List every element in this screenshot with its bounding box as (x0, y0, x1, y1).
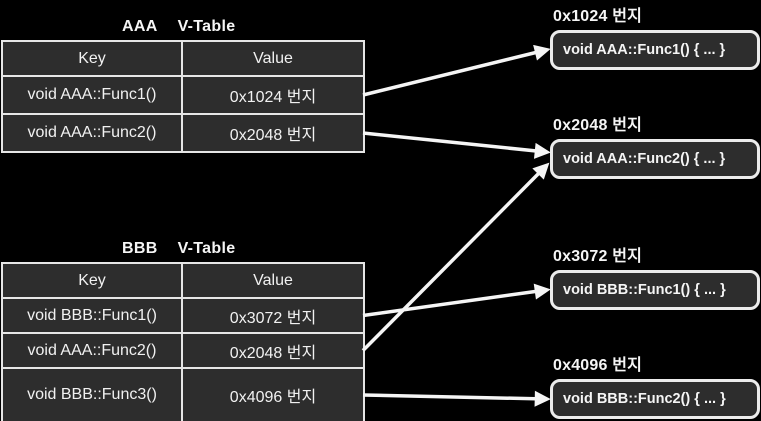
row-key-cell: void AAA::Func2() (1, 332, 183, 369)
address-label: 0x2048 번지 (553, 117, 643, 134)
column-header-value: Value (181, 40, 365, 77)
row-value-cell: 0x3072 번지 (181, 297, 365, 334)
table-row: void BBB::Func3() 0x4096 번지 (1, 367, 365, 421)
code-text: void AAA::Func2() { ... } (563, 151, 726, 167)
vtable-bbb: BBB V-Table Key Value void BBB::Func1() … (1, 236, 365, 421)
vtable-rows: void BBB::Func1() 0x3072 번지 void AAA::Fu… (1, 297, 365, 421)
row-value-cell: 0x4096 번지 (181, 367, 365, 421)
vtable-title: AAA V-Table (122, 14, 365, 40)
pointer-arrows (361, 44, 551, 407)
class-name: BBB (122, 240, 158, 257)
vtable-label: V-Table (177, 18, 236, 35)
vtable-rows: void AAA::Func1() 0x1024 번지 void AAA::Fu… (1, 75, 365, 153)
address-label: 0x1024 번지 (553, 8, 643, 25)
class-name: AAA (122, 18, 158, 35)
vtable-table: Key Value void BBB::Func1() 0x3072 번지 vo… (1, 262, 365, 421)
table-row: void AAA::Func2() 0x2048 번지 (1, 332, 365, 369)
row-value-cell: 0x2048 번지 (181, 332, 365, 369)
memory-block-0x1024: 0x1024 번지 void AAA::Func1() { ... } (550, 2, 760, 70)
column-header-value: Value (181, 262, 365, 299)
column-header-key: Key (1, 40, 183, 77)
code-box: void AAA::Func1() { ... } (550, 30, 760, 70)
table-row: void BBB::Func1() 0x3072 번지 (1, 297, 365, 334)
row-key-cell: void BBB::Func3() (1, 367, 183, 421)
column-header-key: Key (1, 262, 183, 299)
row-key-cell: void BBB::Func1() (1, 297, 183, 334)
vtable-aaa: AAA V-Table Key Value void AAA::Func1() … (1, 14, 365, 153)
row-key-cell: void AAA::Func1() (1, 75, 183, 115)
header-row: Key Value (1, 262, 365, 299)
address-label: 0x4096 번지 (553, 357, 643, 374)
code-box: void BBB::Func1() { ... } (550, 270, 760, 310)
vtable-label: V-Table (177, 240, 236, 257)
row-value-cell: 0x1024 번지 (181, 75, 365, 115)
memory-block-0x2048: 0x2048 번지 void AAA::Func2() { ... } (550, 111, 760, 179)
vtable-table: Key Value void AAA::Func1() 0x1024 번지 vo… (1, 40, 365, 153)
table-row: void AAA::Func2() 0x2048 번지 (1, 113, 365, 153)
code-text: void AAA::Func1() { ... } (563, 42, 726, 58)
code-box: void BBB::Func2() { ... } (550, 379, 760, 419)
address-label: 0x3072 번지 (553, 248, 643, 265)
row-value-cell: 0x2048 번지 (181, 113, 365, 153)
row-key-cell: void AAA::Func2() (1, 113, 183, 153)
memory-block-0x3072: 0x3072 번지 void BBB::Func1() { ... } (550, 242, 760, 310)
vtable-title: BBB V-Table (122, 236, 365, 262)
code-box: void AAA::Func2() { ... } (550, 139, 760, 179)
code-text: void BBB::Func2() { ... } (563, 391, 726, 407)
code-text: void BBB::Func1() { ... } (563, 282, 726, 298)
table-row: void AAA::Func1() 0x1024 번지 (1, 75, 365, 115)
memory-block-0x4096: 0x4096 번지 void BBB::Func2() { ... } (550, 351, 760, 419)
header-row: Key Value (1, 40, 365, 77)
